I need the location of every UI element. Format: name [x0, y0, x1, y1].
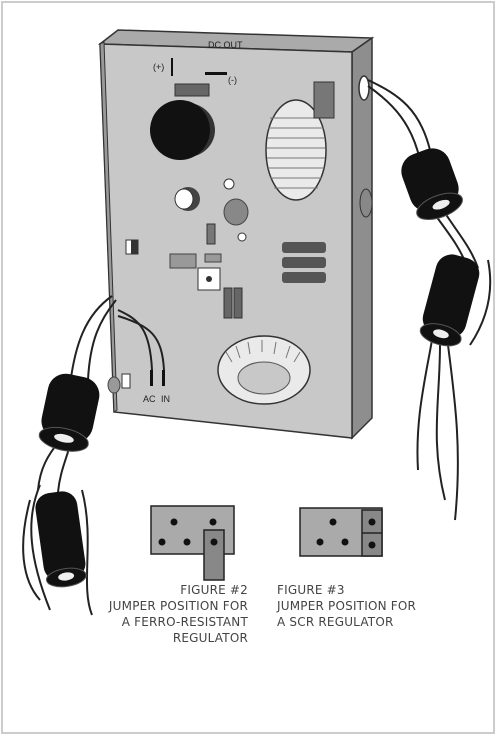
ferrite-bead-left-1	[36, 370, 103, 455]
trim-pot	[224, 199, 248, 225]
figure2-title: FIGURE #2	[109, 582, 248, 598]
dc-out-label: DC OUT	[208, 40, 243, 50]
figure3-line1: JUMPER POSITION FOR	[277, 598, 416, 614]
ferrite-bead-right-1	[396, 143, 467, 225]
resistor-top	[175, 84, 209, 96]
ac-label: AC	[143, 394, 156, 404]
figure2-caption: FIGURE #2 JUMPER POSITION FOR A FERRO-RE…	[109, 582, 248, 646]
jumper-shunt-figure2	[204, 530, 224, 580]
figure2-line2: A FERRO-RESISTANT	[109, 614, 248, 630]
ferrite-bead-left-2	[34, 489, 89, 589]
ferrite-bead-right-2	[417, 251, 483, 350]
figure2-line3: REGULATOR	[109, 630, 248, 646]
figure3-caption: FIGURE #3 JUMPER POSITION FOR A SCR REGU…	[277, 582, 416, 630]
circuit-board: DC OUT (+) (-)	[100, 30, 372, 438]
resistor-mid	[170, 254, 196, 268]
in-label: IN	[161, 394, 170, 404]
resistor-pack	[282, 242, 326, 283]
led	[224, 179, 234, 189]
figure3-title: FIGURE #3	[277, 582, 416, 598]
top-right-component	[314, 82, 334, 118]
minus-label: (-)	[228, 75, 237, 85]
left-cable	[23, 296, 116, 615]
right-cable	[368, 80, 490, 520]
plus-label: (+)	[153, 62, 164, 72]
small-capacitor	[175, 187, 200, 211]
jumper-block-figure3	[300, 508, 382, 556]
jumper-block-figure2	[151, 506, 234, 580]
figure3-line2: A SCR REGULATOR	[277, 614, 416, 630]
toroid-coil-bottom	[218, 336, 310, 404]
figure2-line1: JUMPER POSITION FOR	[109, 598, 248, 614]
